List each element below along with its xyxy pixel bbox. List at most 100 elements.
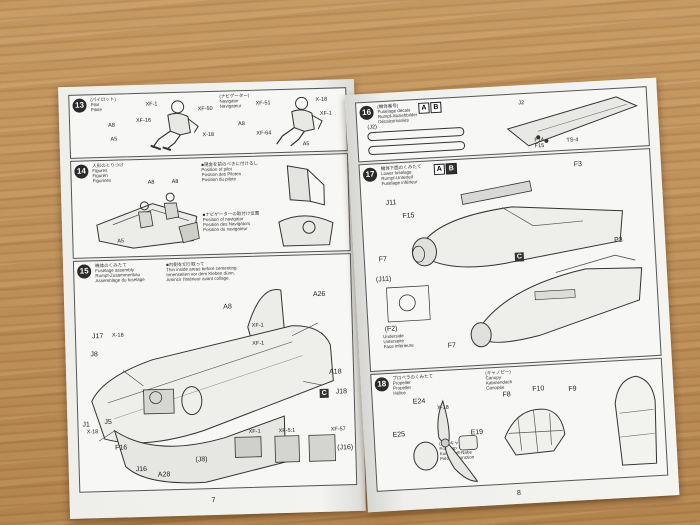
paint-code: X-18 xyxy=(437,404,449,412)
lower-fuselage-drawing xyxy=(381,170,653,368)
step-16-number: 16 xyxy=(359,105,374,121)
label-a26: A26 xyxy=(312,290,326,299)
step-18-title: プロペラのくみたて Propeller Propeller Hélice xyxy=(392,373,434,396)
page-number-right: 8 xyxy=(516,489,522,498)
paint-code: X-18 xyxy=(111,332,124,339)
paint-code: X-18 xyxy=(315,96,328,104)
step-17-number: 17 xyxy=(362,167,378,183)
label-j16-inset: (J16) xyxy=(337,444,354,452)
label-e25: E25 xyxy=(392,431,406,439)
label-j8-inset: (J8) xyxy=(195,456,208,464)
label-a8: A8 xyxy=(108,122,115,129)
badge-a: A xyxy=(433,163,446,176)
paint-code: XF-1 xyxy=(252,340,265,347)
label-f15: F15 xyxy=(402,212,415,220)
label-f16: F16 xyxy=(115,444,128,452)
propeller-drawing xyxy=(393,394,494,487)
label-a8: A8 xyxy=(171,178,179,186)
paint-code: X-18 xyxy=(202,131,215,139)
step-14-title: 人形のとりつけ Figures Figuren Figurines xyxy=(92,162,124,184)
fuselage-assembly-drawing xyxy=(81,284,348,487)
label-j16: J16 xyxy=(135,465,148,474)
paint-code: XF-1 xyxy=(319,110,332,117)
label-a8: A8 xyxy=(223,303,232,311)
step-16-title: (機体番号) Fuselage decals Rumpf-Abziehbilde… xyxy=(377,103,418,125)
cockpit-figures-drawing xyxy=(92,182,204,251)
paint-code: XF-57 xyxy=(330,426,346,433)
f2-underside-note: Underside Unterseite Face inférieure xyxy=(382,333,414,350)
step-13-title: (パイロット) Pilot Pilote xyxy=(90,96,116,113)
label-f9: F9 xyxy=(568,385,577,393)
step-15-number: 15 xyxy=(76,264,92,279)
step-14-panel: 14 人形のとりつけ Figures Figuren Figurines ■現金… xyxy=(70,153,351,259)
label-f15: F15 xyxy=(534,142,545,150)
label-j5: J5 xyxy=(104,418,112,427)
step-13-panel: 13 (パイロット) Pilot Pilote (ナビゲーター) Navigat… xyxy=(68,87,348,159)
label-p3: P3 xyxy=(613,236,623,245)
label-ts4: TS-4 xyxy=(566,137,579,144)
step-14-number: 14 xyxy=(74,164,89,179)
step-13-title-navigator: (ナビゲーター) Navigator Navigateur xyxy=(219,92,250,109)
ab-badges: A B xyxy=(418,101,442,114)
badge-b: B xyxy=(430,101,442,114)
label-a5: A5 xyxy=(110,136,118,143)
label-e19: E19 xyxy=(470,428,484,437)
step-14-note-pilot: ■現金を前のべきに付けるし Position of pilot Position… xyxy=(201,160,259,183)
pilot-figure-drawing xyxy=(139,98,210,152)
paint-code: XF-1 xyxy=(251,322,264,329)
label-a5: A5 xyxy=(117,238,125,245)
step-17-panel: 17 機体下面のくみたて Lower fuselage Rumpf-Untert… xyxy=(358,148,662,373)
label-f7: F7 xyxy=(447,342,457,350)
step-15-panel: 15 機体のくみたて Fuselage assembly Rumpf-Zusam… xyxy=(72,253,358,493)
label-a5: A5 xyxy=(302,141,310,148)
step-16-panel: 16 (機体番号) Fuselage decals Rumpf-Abziehbi… xyxy=(355,86,650,163)
page-number-left: 7 xyxy=(211,496,216,505)
label-a8: A8 xyxy=(238,121,245,128)
paint-code: XF-64 xyxy=(256,130,272,137)
label-f3: F3 xyxy=(573,160,583,169)
c-badge: C xyxy=(319,388,329,399)
canopy-drawing xyxy=(497,394,572,462)
canopy-title: (キャノピー) Canopy Kabinendach Canopée xyxy=(485,369,513,391)
label-f8: F8 xyxy=(502,391,511,399)
label-f10: F10 xyxy=(532,385,545,394)
step-15-note: ■内側を切り取って Thin inside areas before cemen… xyxy=(165,261,238,283)
paint-code: XF-50 xyxy=(197,105,213,113)
windows-strip-drawing xyxy=(368,125,469,159)
left-page: 13 (パイロット) Pilot Pilote (ナビゲーター) Navigat… xyxy=(58,78,366,520)
navigator-figure-drawing xyxy=(265,94,336,148)
label-j8: J8 xyxy=(90,351,99,359)
ab-badges: A B xyxy=(433,162,458,176)
step-18-panel: 18 プロペラのくみたて Propeller Propeller Hélice … xyxy=(370,357,669,492)
badge-a: A xyxy=(418,102,430,114)
label-e24: E24 xyxy=(412,398,426,406)
label-f7: F7 xyxy=(378,255,388,264)
right-page: 16 (機体番号) Fuselage decals Rumpf-Abziehbi… xyxy=(344,77,680,513)
label-j11: J11 xyxy=(385,199,397,207)
wing-part-drawing xyxy=(496,91,645,151)
paint-code: XF-16 xyxy=(135,117,152,125)
label-f2-inset: (F2) xyxy=(384,325,398,334)
label-j18: J18 xyxy=(335,388,348,396)
label-j1: J1 xyxy=(82,421,90,429)
paint-code: XF-51 xyxy=(255,100,271,107)
label-a8: A8 xyxy=(147,179,155,186)
step-13-number: 13 xyxy=(72,98,87,113)
label-j11-inset: (J11) xyxy=(375,275,392,284)
label-j2: J2 xyxy=(518,100,525,107)
step-15-title: 機体のくみたて Fuselage assembly Rumpf-Zusammen… xyxy=(94,262,145,284)
paint-code: XF-1 xyxy=(248,428,261,436)
step-14-note-navigator: ■ナビゲーターの取付け位置 Position of navigator Posi… xyxy=(202,210,260,233)
label-a28: A28 xyxy=(157,471,171,479)
position-detail-drawing xyxy=(267,160,341,250)
label-j2-inset: (J2) xyxy=(367,124,378,131)
paint-code: XF-1 xyxy=(145,101,158,108)
label-a18: A18 xyxy=(328,368,342,376)
step-18-number: 18 xyxy=(374,377,390,392)
label-j17: J17 xyxy=(91,333,104,341)
paint-code: X-18 xyxy=(86,429,99,436)
canopy-side-drawing xyxy=(608,371,664,474)
c-badge: C xyxy=(514,252,525,262)
badge-b: B xyxy=(445,162,458,175)
